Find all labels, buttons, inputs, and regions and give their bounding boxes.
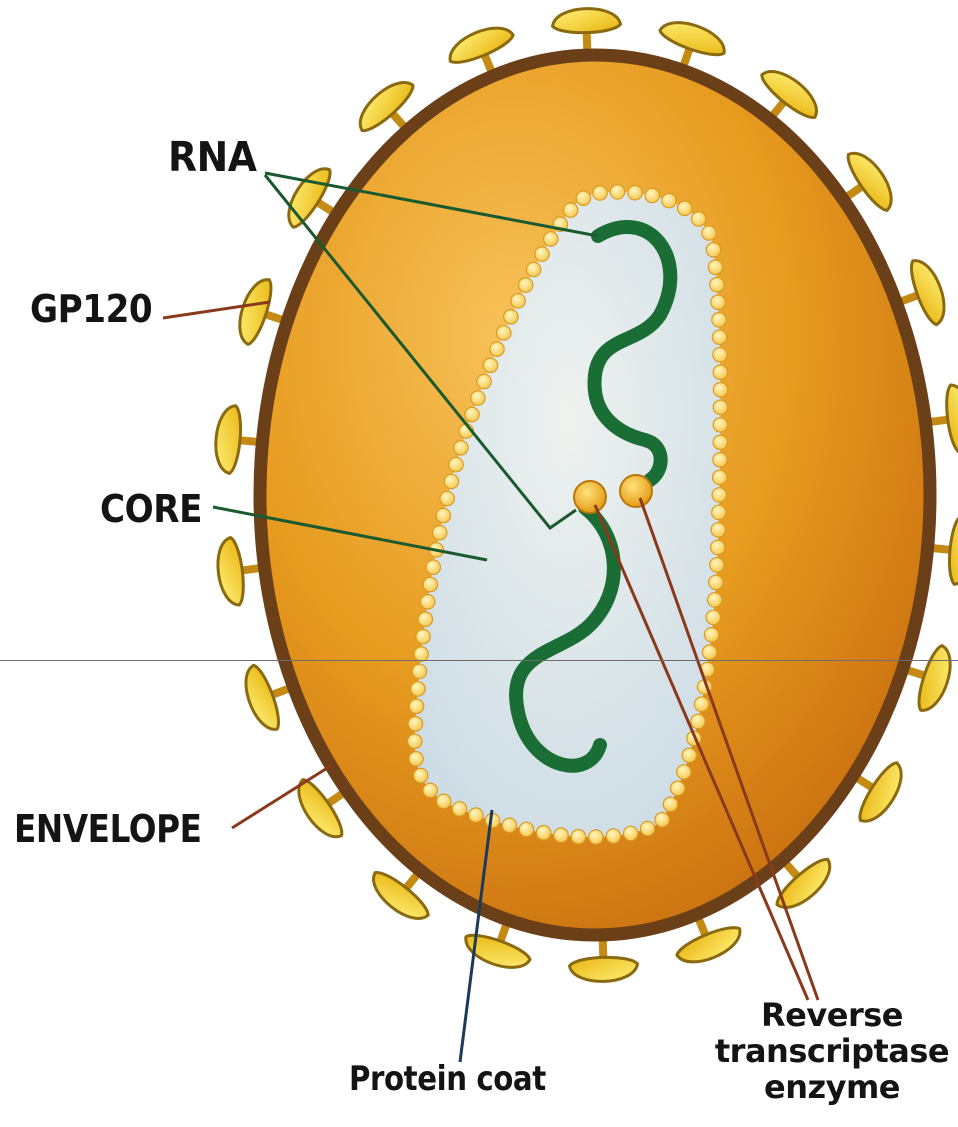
- protein-coat-bead: [610, 185, 624, 199]
- protein-coat-bead: [589, 830, 603, 844]
- protein-coat-bead: [606, 829, 620, 843]
- protein-coat-bead: [709, 575, 723, 589]
- protein-coat-bead: [677, 765, 691, 779]
- protein-coat-bead: [694, 697, 708, 711]
- protein-coat-bead: [519, 278, 533, 292]
- protein-coat-bead: [426, 560, 440, 574]
- protein-coat-bead: [564, 203, 578, 217]
- protein-coat-bead: [437, 794, 451, 808]
- protein-coat-bead: [671, 781, 685, 795]
- protein-coat-bead: [471, 391, 485, 405]
- protein-coat-bead: [711, 523, 725, 537]
- protein-coat-bead: [710, 278, 724, 292]
- protein-coat-bead: [678, 201, 692, 215]
- protein-coat-bead: [535, 247, 549, 261]
- protein-coat-bead: [440, 491, 454, 505]
- protein-coat-bead: [706, 243, 720, 257]
- reverse-transcriptase-enzyme-icon: [620, 475, 652, 507]
- protein-coat-bead: [436, 508, 450, 522]
- protein-coat-bead: [713, 348, 727, 362]
- protein-coat-bead: [526, 262, 540, 276]
- reverse-transcriptase-label: Reverse transcriptase enzyme: [706, 998, 958, 1105]
- protein-coat-bead: [645, 188, 659, 202]
- protein-coat-bead: [708, 593, 722, 607]
- protein-coat-bead: [691, 714, 705, 728]
- gp120-spike-icon: [569, 936, 638, 982]
- protein-coat-bead: [423, 783, 437, 797]
- protein-coat-bead: [712, 330, 726, 344]
- core-label: CORE: [100, 490, 202, 528]
- protein-coat-bead: [414, 768, 428, 782]
- protein-coat-bead: [682, 748, 696, 762]
- reverse-transcriptase-label-line: enzyme: [706, 1070, 958, 1106]
- protein-coat-bead: [504, 310, 518, 324]
- protein-coat-bead: [702, 645, 716, 659]
- protein-coat-bead: [662, 193, 676, 207]
- protein-coat-bead: [712, 488, 726, 502]
- protein-coat-bead: [710, 558, 724, 572]
- protein-coat-bead: [418, 612, 432, 626]
- protein-coat-bead: [663, 797, 677, 811]
- protein-coat-bead: [412, 664, 426, 678]
- protein-coat-bead: [408, 734, 422, 748]
- protein-coat-bead: [708, 260, 722, 274]
- protein-coat-bead: [713, 365, 727, 379]
- envelope-label: ENVELOPE: [14, 810, 202, 848]
- protein-coat-bead: [433, 526, 447, 540]
- protein-coat-bead: [536, 826, 550, 840]
- protein-coat-bead: [423, 577, 437, 591]
- protein-coat-bead: [711, 540, 725, 554]
- protein-coat-bead: [497, 326, 511, 340]
- rna-label: RNA: [168, 137, 256, 178]
- gp120-spike-icon: [552, 8, 621, 54]
- protein-coat-bead: [465, 407, 479, 421]
- protein-coat-bead: [624, 826, 638, 840]
- protein-coat-bead: [449, 457, 463, 471]
- protein-coat-bead: [416, 629, 430, 643]
- protein-coat-bead: [502, 818, 516, 832]
- protein-coat-bead: [691, 212, 705, 226]
- protein-coat-bead: [704, 628, 718, 642]
- protein-coat-bead: [712, 313, 726, 327]
- gp120-label: GP120: [30, 290, 152, 328]
- protein-coat-bead: [713, 453, 727, 467]
- protein-coat-bead: [544, 232, 558, 246]
- protein-coat-bead: [511, 294, 525, 308]
- protein-coat-bead: [444, 474, 458, 488]
- protein-coat-bead: [628, 186, 642, 200]
- protein-coat-bead: [408, 717, 422, 731]
- protein-coat-bead: [490, 342, 504, 356]
- protein-coat-bead: [712, 505, 726, 519]
- protein-coat-bead: [452, 802, 466, 816]
- protein-coat-bead: [409, 699, 423, 713]
- reverse-transcriptase-label-line: Reverse: [706, 998, 958, 1034]
- protein-coat-bead: [477, 374, 491, 388]
- protein-coat-bead: [421, 595, 435, 609]
- protein-coat-bead: [576, 191, 590, 205]
- protein-coat-bead: [571, 830, 585, 844]
- protein-coat-bead: [713, 383, 727, 397]
- protein-coat-bead: [411, 682, 425, 696]
- protein-coat-label: Protein coat: [349, 1062, 546, 1096]
- protein-coat-bead: [706, 610, 720, 624]
- protein-coat-bead: [640, 821, 654, 835]
- protein-coat-bead: [469, 808, 483, 822]
- protein-coat-bead: [655, 813, 669, 827]
- protein-coat-bead: [711, 295, 725, 309]
- protein-coat-bead: [713, 400, 727, 414]
- protein-coat-bead: [483, 358, 497, 372]
- reverse-transcriptase-label-line: transcriptase: [706, 1034, 958, 1070]
- protein-coat-bead: [713, 435, 727, 449]
- protein-coat-bead: [713, 418, 727, 432]
- protein-coat-bead: [702, 226, 716, 240]
- protein-coat-bead: [409, 752, 423, 766]
- horizontal-divider-line: [0, 660, 958, 661]
- protein-coat-bead: [713, 470, 727, 484]
- protein-coat-bead: [454, 441, 468, 455]
- protein-coat-bead: [519, 822, 533, 836]
- protein-coat-bead: [554, 828, 568, 842]
- reverse-transcriptase-enzyme-icon: [574, 481, 606, 513]
- protein-coat-bead: [593, 186, 607, 200]
